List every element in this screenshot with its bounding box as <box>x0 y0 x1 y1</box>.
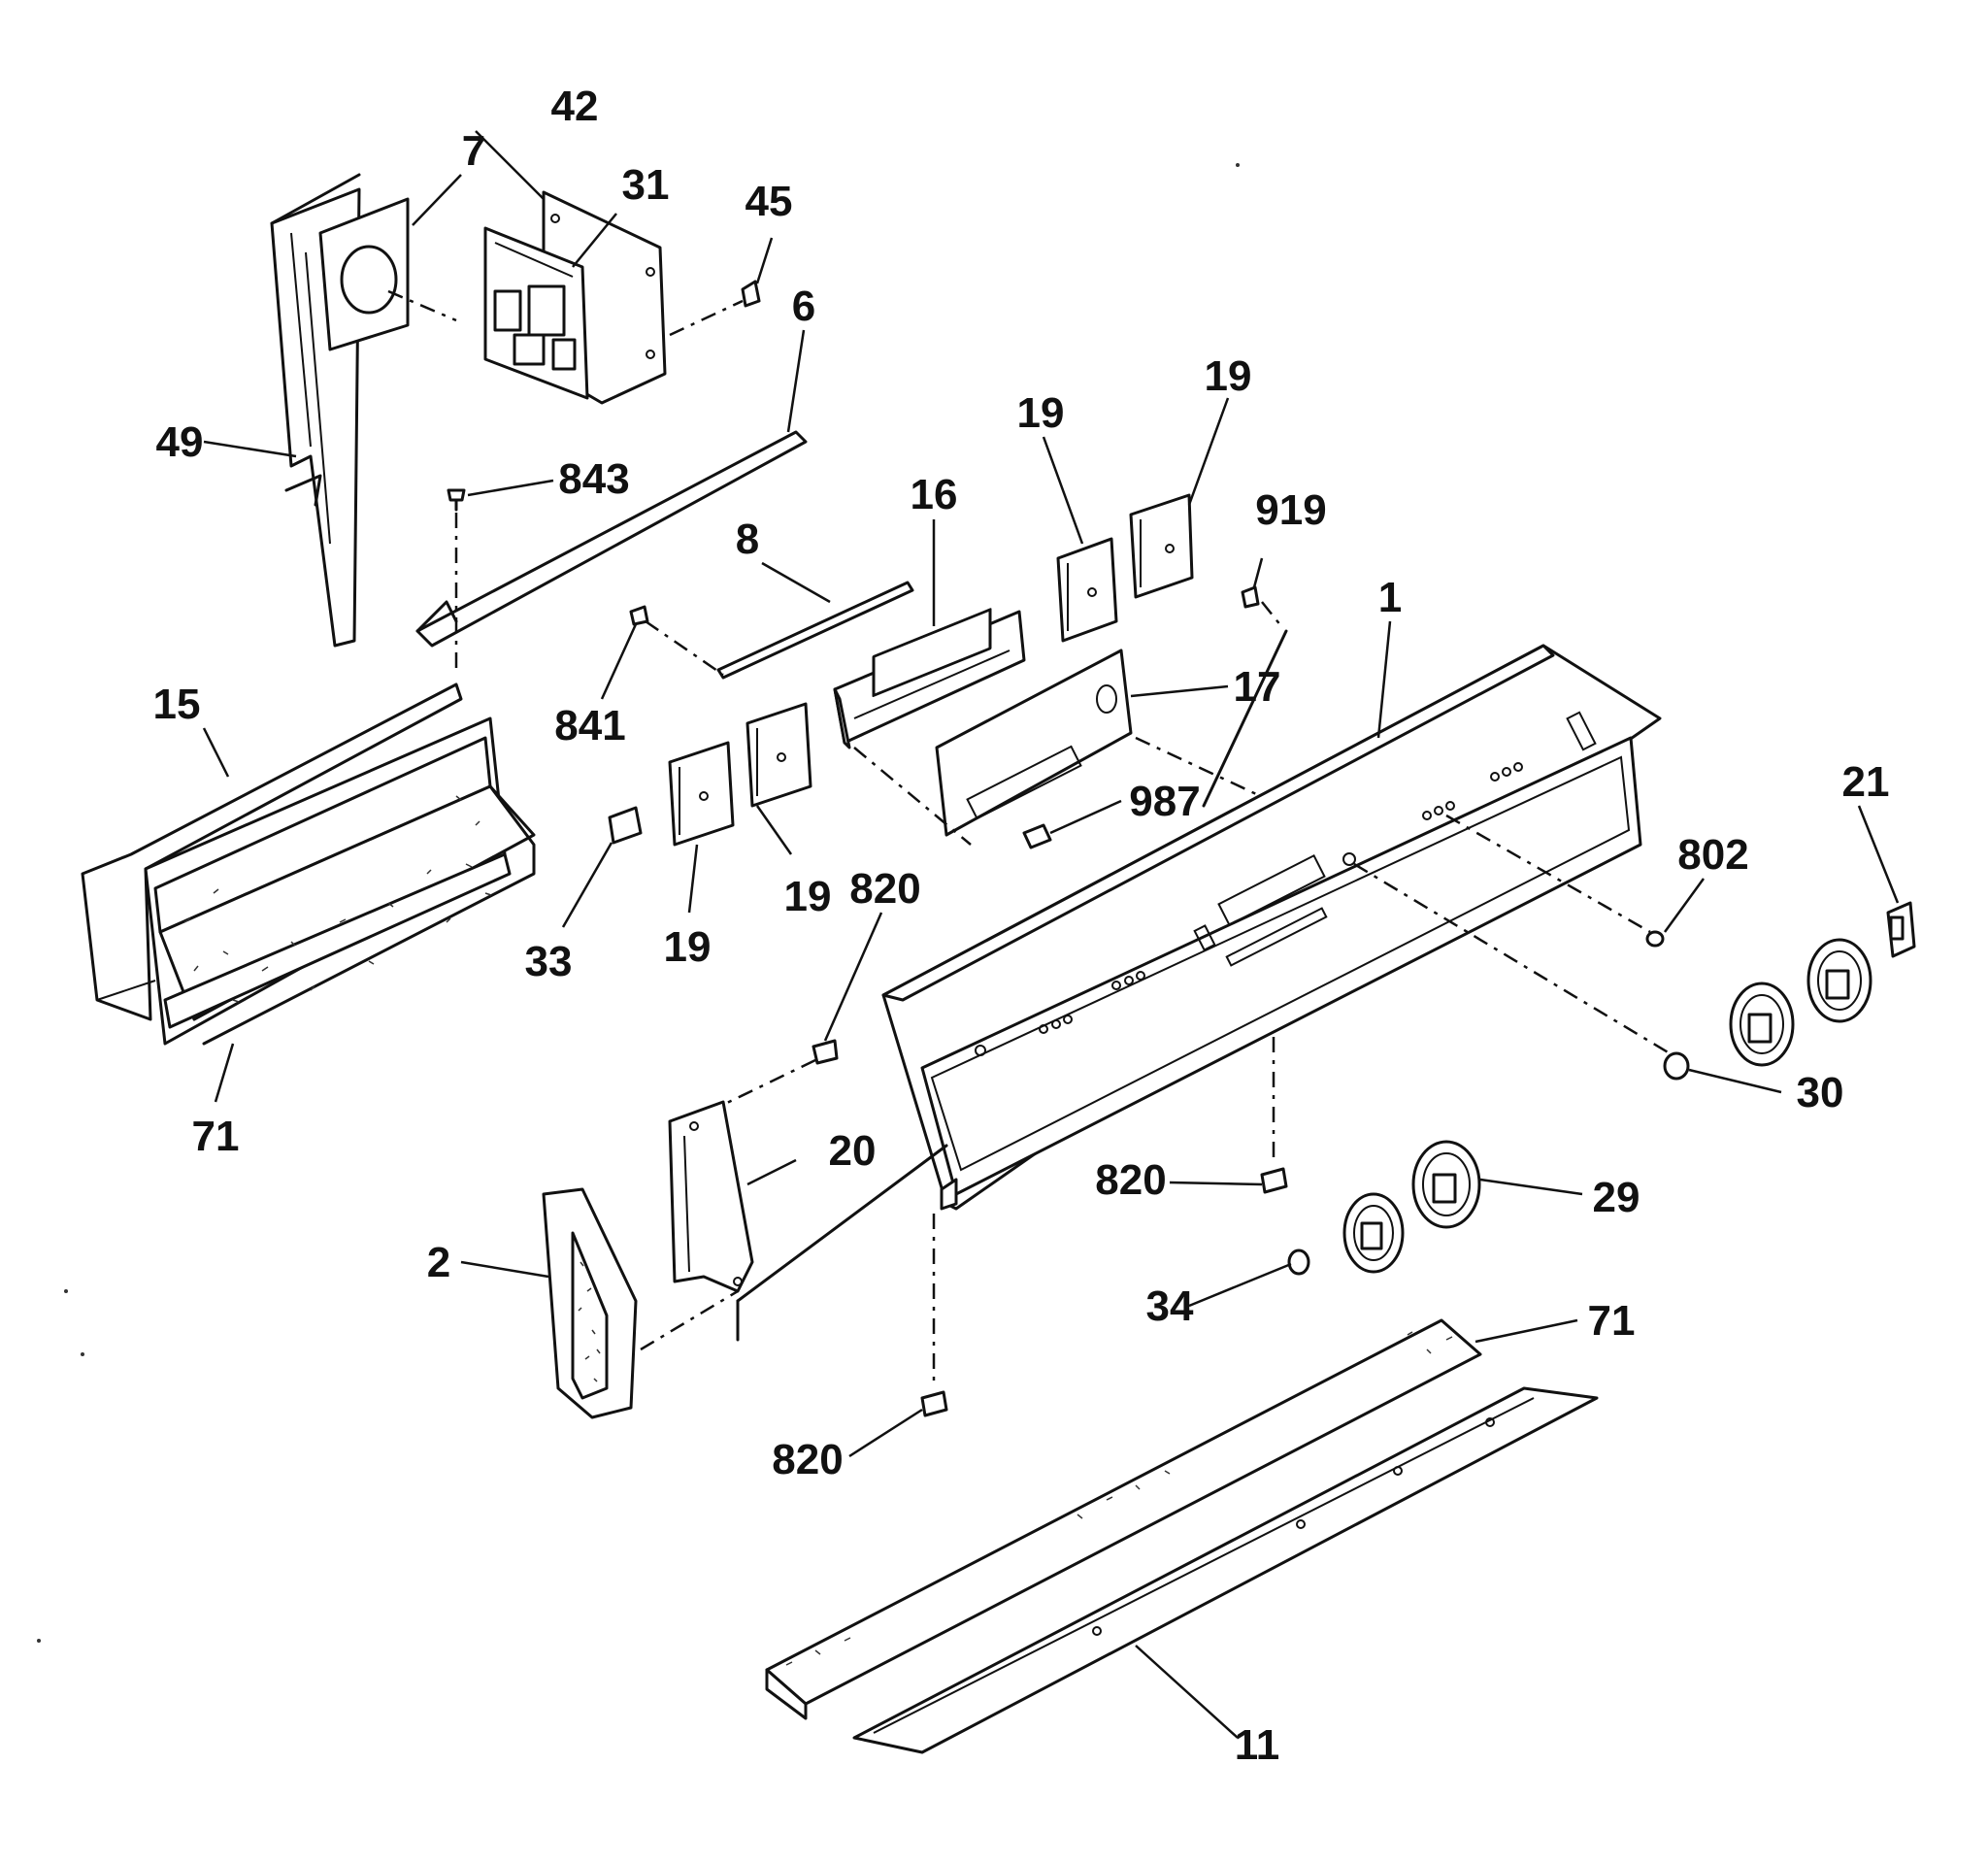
leader-lines <box>202 130 1900 1739</box>
callout-2: 2 <box>427 1239 450 1286</box>
part-6-strip <box>415 430 808 648</box>
callout-6: 6 <box>792 283 815 330</box>
part-31-control-board <box>483 226 589 400</box>
callout-34: 34 <box>1146 1282 1194 1330</box>
part-71-insulation-strip <box>765 1318 1482 1720</box>
callout-1: 1 <box>1378 574 1402 621</box>
callout-843: 843 <box>558 455 629 503</box>
part-7-panel <box>318 197 457 351</box>
callout-33: 33 <box>525 938 573 985</box>
part-8-bar <box>645 581 914 680</box>
callout-987: 987 <box>1129 778 1200 825</box>
part-1-control-panel <box>881 644 1671 1211</box>
part-16-display-module <box>833 608 1026 749</box>
callout-19-lower-2: 19 <box>784 873 832 920</box>
part-20-bracket <box>668 1100 948 1342</box>
callout-19-lower-1: 19 <box>664 923 712 971</box>
callout-29: 29 <box>1593 1174 1640 1221</box>
part-919-screw <box>1202 585 1288 808</box>
callout-31: 31 <box>622 161 670 209</box>
callout-802: 802 <box>1677 831 1748 879</box>
part-34-bushing <box>1287 1248 1310 1276</box>
panel-indicator-dots <box>1039 762 1523 1034</box>
part-19-switch-upper-1 <box>1056 537 1118 643</box>
callout-labels: 42 7 31 45 6 49 843 19 19 16 8 919 1 15 … <box>153 83 1890 1769</box>
callout-20: 20 <box>829 1127 877 1175</box>
part-987-clip <box>1022 823 1052 849</box>
part-21-rocker <box>1886 901 1916 958</box>
callout-19-upper-1: 19 <box>1017 389 1065 437</box>
callout-820-middle: 820 <box>1095 1156 1166 1204</box>
part-71-insulation-left <box>163 795 512 1029</box>
scan-speck <box>64 1289 68 1293</box>
callout-17: 17 <box>1234 663 1281 711</box>
knob-lower-1 <box>1342 1192 1405 1274</box>
part-820-screw-middle <box>1260 1037 1288 1194</box>
knob-right-2 <box>1806 938 1872 1023</box>
part-820-screw-lower <box>920 1214 948 1417</box>
part-33-switch <box>608 806 643 845</box>
callout-7: 7 <box>462 127 485 175</box>
callout-21: 21 <box>1842 758 1890 806</box>
part-843-screw <box>447 488 466 670</box>
callout-820-lower: 820 <box>772 1436 843 1483</box>
callout-15: 15 <box>153 681 201 728</box>
callout-16: 16 <box>911 471 958 518</box>
part-17-board <box>853 649 1282 846</box>
callout-42: 42 <box>551 83 599 130</box>
callout-11: 11 <box>1235 1721 1280 1769</box>
callout-49: 49 <box>156 418 204 466</box>
part-45-fastener <box>669 280 761 337</box>
part-841-screw <box>629 605 649 626</box>
callout-919: 919 <box>1255 486 1326 534</box>
part-11-trim <box>852 1386 1599 1754</box>
scan-speck <box>37 1639 41 1643</box>
part-2-end-cap <box>542 1187 739 1419</box>
callout-71-left: 71 <box>192 1113 240 1160</box>
callout-45: 45 <box>746 178 793 225</box>
callout-820-upper: 820 <box>849 865 920 913</box>
part-29-knob <box>1411 1140 1481 1229</box>
part-30-bushing <box>1663 1051 1690 1081</box>
callout-71-right: 71 <box>1588 1297 1636 1345</box>
callout-8: 8 <box>736 516 759 563</box>
part-19-switch-lower-1 <box>668 741 735 847</box>
callout-19-upper-2: 19 <box>1205 352 1252 400</box>
scan-speck <box>1236 163 1240 167</box>
part-19-switch-upper-2 <box>1129 493 1194 599</box>
part-802-plug <box>1645 930 1665 948</box>
callout-30: 30 <box>1797 1069 1844 1116</box>
scan-speck <box>81 1352 84 1356</box>
knob-right-1 <box>1729 982 1795 1067</box>
part-19-switch-lower-2 <box>746 702 812 808</box>
callout-841: 841 <box>554 702 625 749</box>
